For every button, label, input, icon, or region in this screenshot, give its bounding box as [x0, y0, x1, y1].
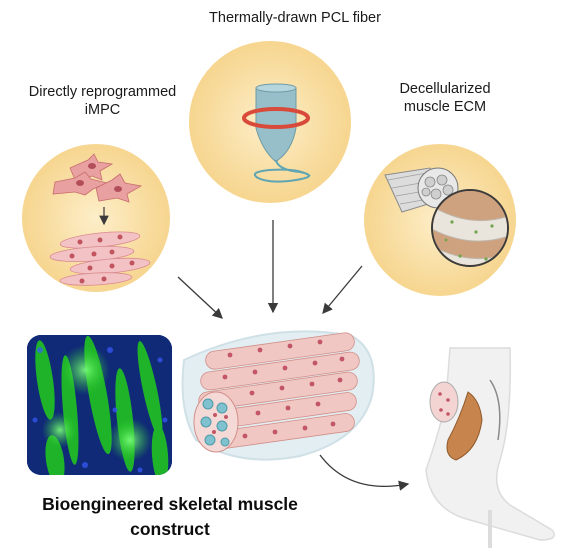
ecm-circle [362, 142, 518, 298]
implanted-construct [429, 381, 459, 423]
impc-label: Directly reprogrammed iMPC [5, 83, 200, 119]
pcl-fiber-label-text: Thermally-drawn PCL fiber [209, 10, 381, 26]
convergence-arrows [177, 220, 363, 319]
fiber-preform [242, 83, 311, 183]
fluorescence-micrograph [27, 335, 172, 475]
ecm-label-line2: muscle ECM [403, 99, 487, 115]
impc-circle [20, 142, 172, 294]
impc-label-line2: iMPC [84, 102, 121, 118]
implant-arrow [319, 454, 410, 491]
mouse-hindlimb [425, 347, 555, 548]
pcl-fiber-circle [187, 39, 353, 205]
muscle-construct [181, 330, 375, 461]
construct-title-line2: construct [130, 519, 210, 539]
ecm-label-line1: Decellularized [399, 81, 491, 97]
impc-label-line1: Directly reprogrammed [28, 84, 177, 100]
pcl-fiber-label: Thermally-drawn PCL fiber [150, 9, 440, 27]
ecm-label: Decellularized muscle ECM [370, 80, 520, 116]
construct-cross-section [193, 391, 239, 453]
construct-title-line1: Bioengineered skeletal muscle [42, 494, 298, 514]
construct-title: Bioengineered skeletal muscle construct [20, 492, 320, 542]
